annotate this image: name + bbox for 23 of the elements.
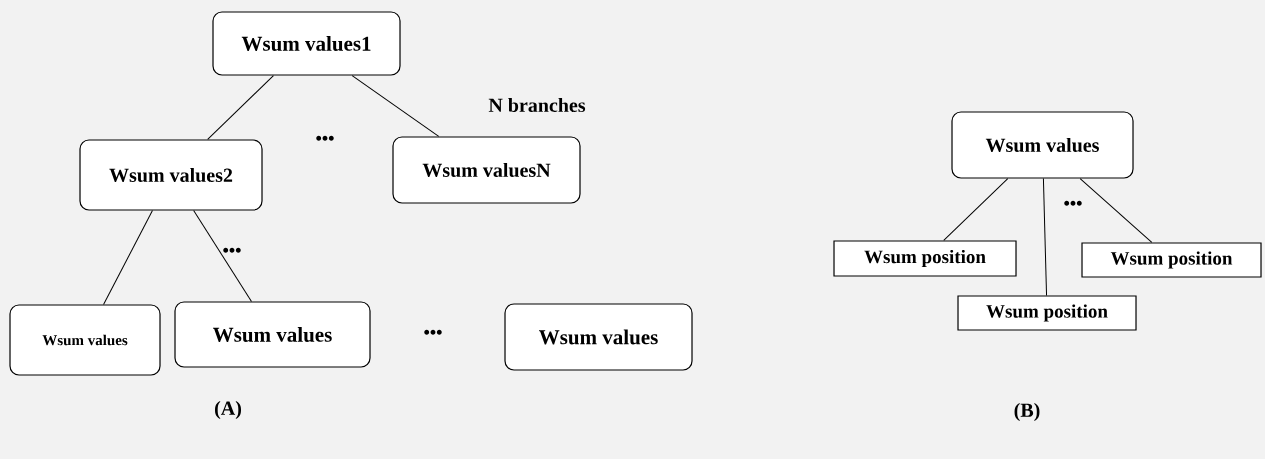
rounded-box: Wsum values2 (79, 139, 263, 211)
connector-line (943, 178, 1009, 241)
label-text: ••• (316, 135, 334, 141)
rounded-box: Wsum valuesN (392, 136, 581, 204)
rounded-box: Wsum values (951, 111, 1134, 179)
label-text: ••• (424, 329, 442, 335)
label-text: ••• (1064, 200, 1082, 206)
rounded-box: Wsum values (174, 301, 371, 368)
rectangle-box: Wsum position (1081, 242, 1262, 278)
connector-line (207, 75, 274, 140)
rounded-box: Wsum values1 (212, 11, 401, 76)
rounded-box: Wsum values (504, 303, 693, 371)
connector-line (351, 75, 440, 137)
rectangle-box: Wsum position (833, 240, 1017, 277)
rectangle-box: Wsum position (957, 295, 1137, 331)
label-text: ••• (223, 247, 241, 253)
connector-line (1042, 178, 1048, 296)
label-text: (B) (1014, 402, 1040, 422)
label-text: (A) (215, 400, 241, 420)
connector-line (1079, 178, 1153, 243)
rounded-box: Wsum values (9, 304, 161, 376)
connector-line (193, 210, 252, 302)
connector-line (103, 210, 153, 305)
